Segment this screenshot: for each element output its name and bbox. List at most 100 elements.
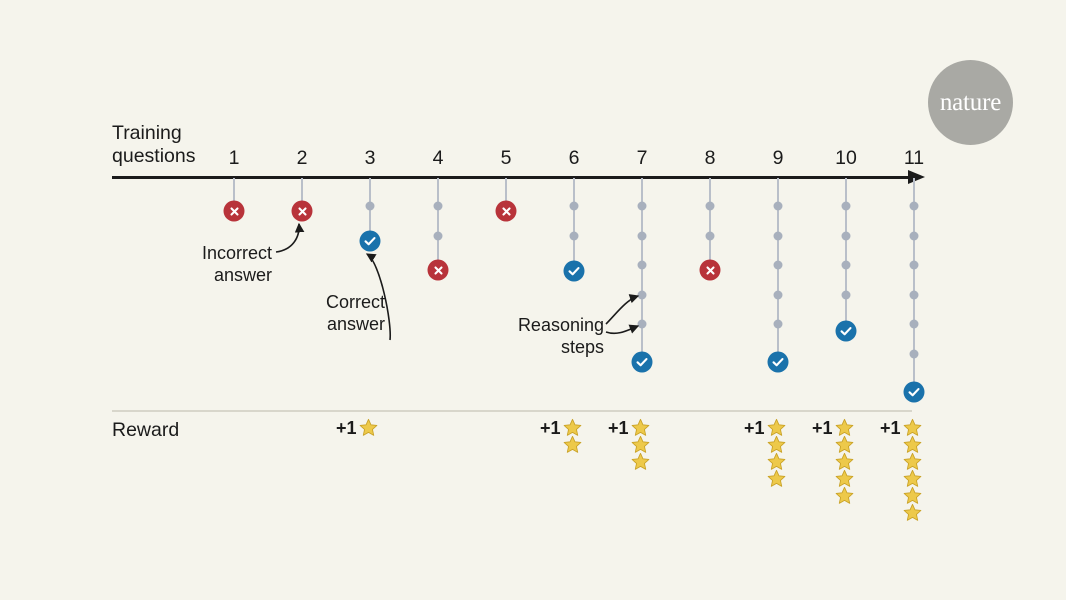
check-circle-icon bbox=[563, 260, 585, 282]
cross-circle-icon bbox=[495, 200, 517, 222]
check-circle-icon bbox=[767, 351, 789, 373]
cross-circle-icon bbox=[427, 259, 449, 281]
reward-value-3: +1 bbox=[336, 418, 357, 438]
chain-line-9 bbox=[777, 178, 779, 362]
star-icon bbox=[903, 418, 921, 436]
reasoning-step-dot-icon bbox=[705, 231, 715, 241]
reward-divider bbox=[112, 410, 912, 412]
star-stack-7 bbox=[631, 418, 650, 470]
reasoning-step-dot-icon bbox=[773, 319, 783, 329]
reward-group-3: +1 bbox=[336, 418, 378, 438]
reasoning-step-dot-icon bbox=[909, 290, 919, 300]
annotation-correct-line2: answer bbox=[326, 314, 385, 334]
axis-title: Training questions bbox=[112, 122, 232, 168]
reasoning-step-dot-icon bbox=[773, 231, 783, 241]
reward-group-11: +1 bbox=[880, 418, 922, 521]
chain-line-1 bbox=[233, 178, 235, 211]
reasoning-step-dot-icon bbox=[841, 201, 851, 211]
reward-label: Reward bbox=[112, 419, 180, 441]
check-circle-icon bbox=[903, 381, 925, 403]
column-number-6: 6 bbox=[568, 147, 580, 169]
column-number-5: 5 bbox=[500, 147, 512, 169]
reward-value-7: +1 bbox=[608, 418, 629, 438]
cross-circle-icon bbox=[699, 259, 721, 281]
reward-value-9: +1 bbox=[744, 418, 765, 438]
reasoning-step-dot-icon bbox=[637, 319, 647, 329]
reasoning-step-dot-icon bbox=[637, 231, 647, 241]
star-icon bbox=[903, 469, 921, 487]
star-icon bbox=[903, 452, 921, 470]
axis-line bbox=[112, 176, 912, 179]
annotation-reasoning-line1: Reasoning bbox=[517, 315, 604, 335]
star-stack-11 bbox=[903, 418, 922, 521]
chain-line-7 bbox=[641, 178, 643, 362]
star-icon bbox=[835, 452, 853, 470]
star-icon bbox=[903, 503, 921, 521]
star-stack-6 bbox=[563, 418, 582, 453]
column-number-1: 1 bbox=[228, 147, 240, 169]
nature-wordmark: nature bbox=[939, 88, 1002, 116]
star-icon bbox=[767, 418, 785, 436]
star-icon bbox=[767, 469, 785, 487]
reasoning-step-dot-icon bbox=[909, 201, 919, 211]
star-icon bbox=[631, 418, 649, 436]
reasoning-step-dot-icon bbox=[365, 201, 375, 211]
chain-line-8 bbox=[709, 178, 711, 270]
check-circle-icon bbox=[631, 351, 653, 373]
column-number-11: 11 bbox=[903, 147, 925, 169]
reward-group-7: +1 bbox=[608, 418, 650, 470]
column-number-3: 3 bbox=[364, 147, 376, 169]
reward-group-6: +1 bbox=[540, 418, 582, 453]
star-icon bbox=[631, 452, 649, 470]
reward-group-9: +1 bbox=[744, 418, 786, 487]
reasoning-step-dot-icon bbox=[909, 319, 919, 329]
reasoning-step-dot-icon bbox=[637, 290, 647, 300]
annotation-correct-line1: Correct bbox=[325, 292, 385, 312]
cross-circle-icon bbox=[291, 200, 313, 222]
reasoning-step-dot-icon bbox=[773, 260, 783, 270]
column-number-8: 8 bbox=[704, 147, 716, 169]
chain-line-2 bbox=[301, 178, 303, 211]
cross-circle-icon bbox=[223, 200, 245, 222]
reasoning-step-dot-icon bbox=[841, 290, 851, 300]
star-stack-3 bbox=[359, 418, 378, 436]
column-number-10: 10 bbox=[835, 147, 857, 169]
axis-title-line2: questions bbox=[112, 145, 196, 167]
chain-line-5 bbox=[505, 178, 507, 211]
reasoning-step-dot-icon bbox=[569, 231, 579, 241]
check-circle-icon bbox=[359, 230, 381, 252]
annotation-incorrect-answer: Incorrect answer bbox=[174, 242, 272, 286]
reasoning-step-dot-icon bbox=[909, 349, 919, 359]
axis-arrow-icon bbox=[908, 170, 925, 184]
reasoning-step-dot-icon bbox=[909, 260, 919, 270]
column-number-7: 7 bbox=[636, 147, 648, 169]
chain-line-6 bbox=[573, 178, 575, 271]
star-icon bbox=[631, 435, 649, 453]
annotation-reasoning-steps: Reasoning steps bbox=[494, 314, 604, 358]
reasoning-step-dot-icon bbox=[841, 260, 851, 270]
reasoning-step-dot-icon bbox=[773, 201, 783, 211]
reasoning-step-dot-icon bbox=[637, 260, 647, 270]
reasoning-step-dot-icon bbox=[433, 231, 443, 241]
star-icon bbox=[767, 435, 785, 453]
star-icon bbox=[767, 452, 785, 470]
star-icon bbox=[563, 435, 581, 453]
star-icon bbox=[835, 486, 853, 504]
chain-line-10 bbox=[845, 178, 847, 331]
reasoning-step-dot-icon bbox=[433, 201, 443, 211]
check-circle-icon bbox=[835, 320, 857, 342]
nature-logo: nature bbox=[928, 60, 1013, 145]
reward-value-6: +1 bbox=[540, 418, 561, 438]
axis-title-line1: Training bbox=[112, 122, 182, 144]
column-number-2: 2 bbox=[296, 147, 308, 169]
star-stack-10 bbox=[835, 418, 854, 504]
annotation-reasoning-line2: steps bbox=[560, 337, 604, 357]
reasoning-step-dot-icon bbox=[841, 231, 851, 241]
annotation-incorrect-line2: answer bbox=[213, 265, 272, 285]
star-icon bbox=[903, 435, 921, 453]
star-icon bbox=[359, 418, 377, 436]
column-number-4: 4 bbox=[432, 147, 444, 169]
reward-group-10: +1 bbox=[812, 418, 854, 504]
